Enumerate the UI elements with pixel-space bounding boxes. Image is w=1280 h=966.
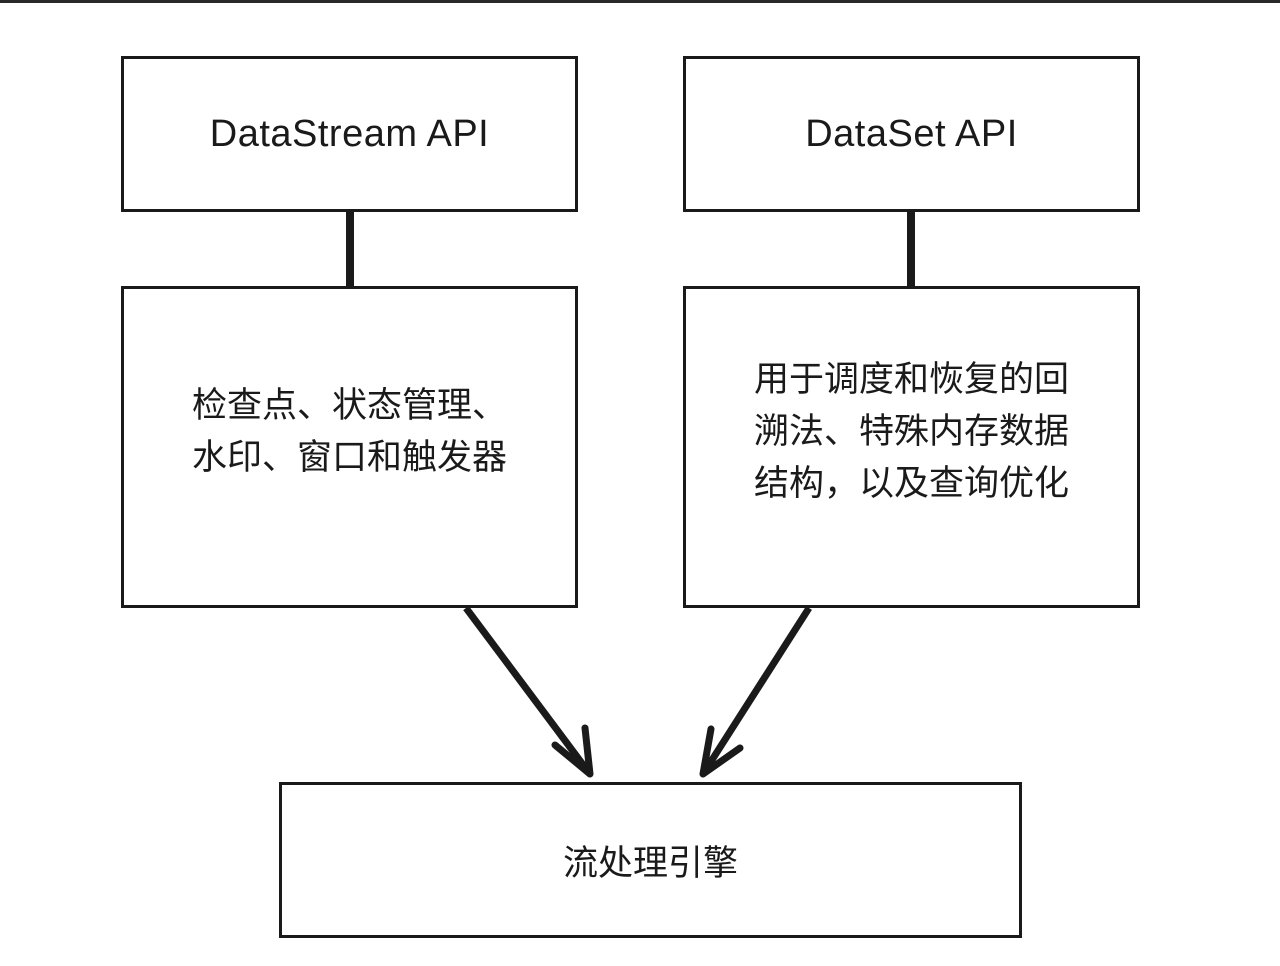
top-rule [0, 0, 1280, 3]
datastream-features-box: 检查点、状态管理、 水印、窗口和触发器 [121, 286, 578, 608]
arrow-right-head [699, 725, 744, 778]
dataset-api-box: DataSet API [683, 56, 1140, 212]
arrow-left-shaft [463, 605, 593, 777]
datastream-api-title: DataStream API [209, 112, 490, 155]
dataset-features-text: 用于调度和恢复的回 溯法、特殊内存数据 结构，以及查询优化 [753, 360, 1069, 504]
dataset-api-title: DataSet API [805, 112, 1018, 155]
datastream-features-text: 检查点、状态管理、 水印、窗口和触发器 [191, 386, 507, 478]
stream-engine-box: 流处理引擎 [279, 782, 1022, 938]
arrow-left-head [551, 724, 594, 778]
arrow-right-shaft [700, 606, 812, 776]
dataset-features-box: 用于调度和恢复的回 溯法、特殊内存数据 结构，以及查询优化 [683, 286, 1140, 608]
datastream-api-box: DataStream API [121, 56, 578, 212]
stream-engine-title: 流处理引擎 [562, 843, 738, 884]
